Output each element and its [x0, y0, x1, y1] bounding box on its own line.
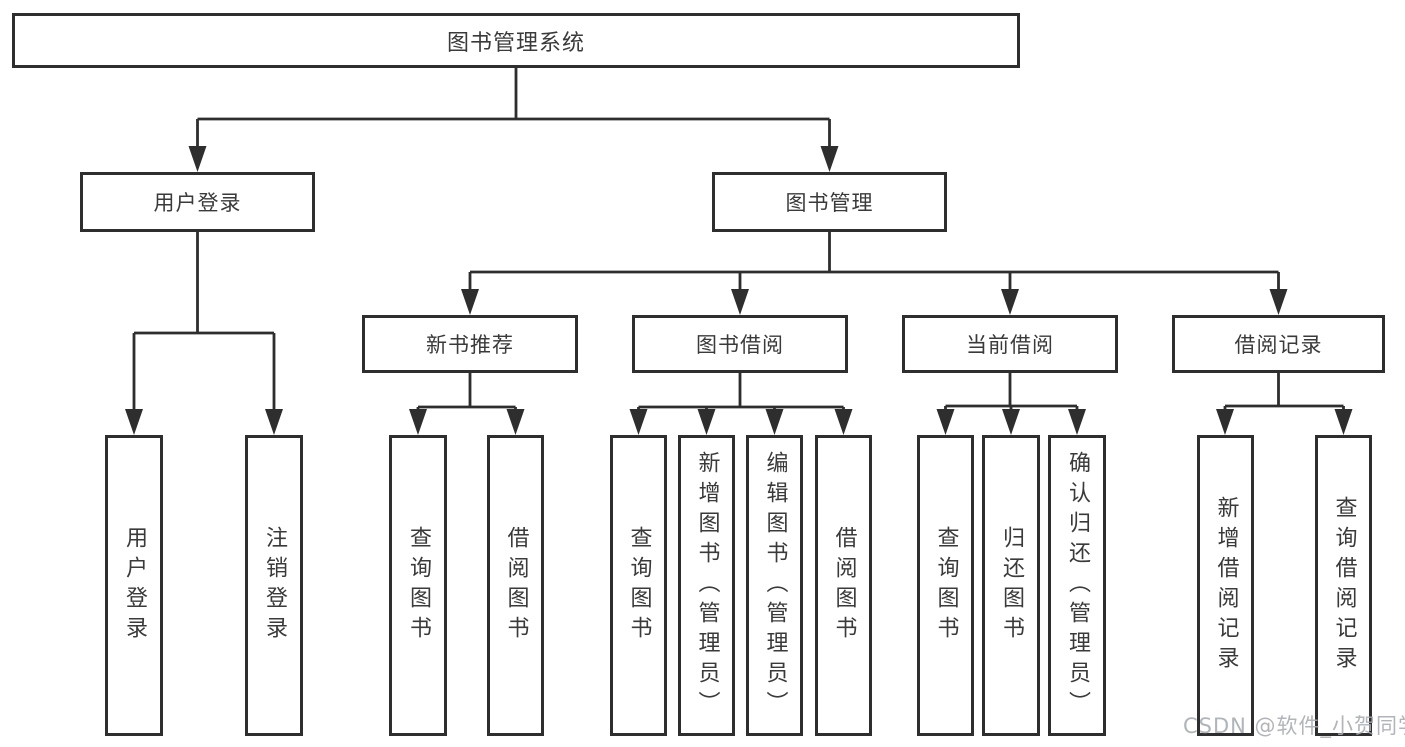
leaf-borrow-add-book-admin: 新增图书（管理员） [678, 435, 735, 736]
arrowheads [125, 146, 1353, 435]
leaf-recommend-query-book: 查询图书 [389, 435, 447, 736]
node-root: 图书管理系统 [12, 13, 1020, 68]
leaf-current-return-book-label: 归还图书 [999, 525, 1024, 646]
leaf-borrow-borrow-book-label: 借阅图书 [831, 525, 857, 646]
leaf-user-login-label: 用户登录 [122, 525, 147, 646]
csdn-watermark: CSDN @软件_小贺同学 [1183, 714, 1405, 738]
leaf-borrow-query-book: 查询图书 [610, 435, 667, 736]
leaf-user-login: 用户登录 [105, 435, 163, 736]
leaf-record-add-label: 新增借阅记录 [1213, 495, 1239, 676]
leaf-borrow-borrow-book: 借阅图书 [815, 435, 872, 736]
node-user-login: 用户登录 [80, 172, 315, 232]
leaf-recommend-query-book-label: 查询图书 [406, 525, 431, 646]
leaf-borrow-add-book-admin-label: 新增图书（管理员） [694, 450, 720, 721]
leaf-current-query-book: 查询图书 [917, 435, 974, 736]
leaf-logout: 注销登录 [245, 435, 303, 736]
leaf-logout-label: 注销登录 [262, 525, 287, 646]
leaf-recommend-borrow-book: 借阅图书 [487, 435, 544, 736]
leaf-borrow-edit-book-admin-label: 编辑图书（管理员） [762, 450, 788, 721]
leaf-borrow-query-book-label: 查询图书 [626, 525, 652, 646]
leaf-record-query-label: 查询借阅记录 [1331, 495, 1357, 676]
node-book-borrow: 图书借阅 [632, 315, 848, 373]
leaf-current-query-book-label: 查询图书 [933, 525, 959, 646]
node-new-book-recommend: 新书推荐 [362, 315, 578, 373]
leaf-recommend-borrow-book-label: 借阅图书 [503, 525, 529, 646]
leaf-current-confirm-return-admin: 确认归还（管理员） [1048, 435, 1106, 736]
leaf-current-confirm-return-admin-label: 确认归还（管理员） [1065, 450, 1090, 721]
node-current-borrow: 当前借阅 [902, 315, 1118, 373]
node-borrow-record: 借阅记录 [1172, 315, 1385, 373]
leaf-record-add: 新增借阅记录 [1197, 435, 1254, 736]
leaf-current-return-book: 归还图书 [982, 435, 1040, 736]
node-book-management: 图书管理 [712, 172, 947, 232]
leaf-record-query: 查询借阅记录 [1315, 435, 1372, 736]
leaf-borrow-edit-book-admin: 编辑图书（管理员） [746, 435, 803, 736]
